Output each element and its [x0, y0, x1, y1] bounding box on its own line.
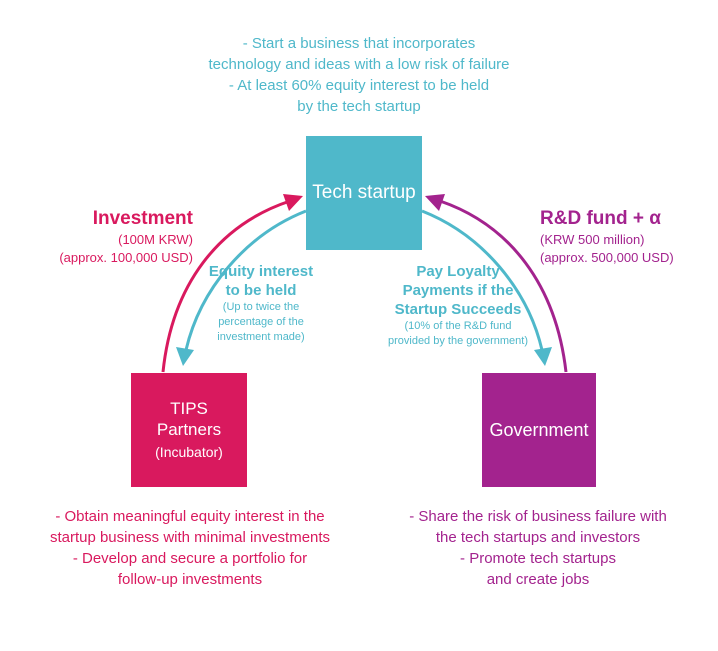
tips-partners-box: TIPS Partners (Incubator) [131, 373, 247, 487]
note-line: - Obtain meaningful equity interest in t… [55, 508, 325, 525]
loyalty-sub-line1: (10% of the R&D fund [404, 320, 512, 332]
equity-arrowhead-icon [176, 347, 194, 366]
tech-startup-goals-note: - Start a business that incorporates tec… [189, 33, 529, 117]
note-line: technology and ideas with a low risk of … [208, 56, 510, 73]
rd-fund-arrowhead-icon [425, 194, 445, 211]
tips-label-line2: Partners [156, 419, 222, 439]
equity-sub-line3: investment made) [217, 331, 305, 343]
note-line: - At least 60% equity interest to be hel… [228, 77, 490, 94]
rd-fund-title: R&D fund + α [540, 208, 661, 229]
government-box: Government [482, 373, 596, 487]
note-line: - Start a business that incorporates [242, 35, 476, 52]
loyalty-sub-line2: provided by the government) [387, 335, 529, 347]
equity-title-line2: to be held [225, 282, 297, 299]
note-line: and create jobs [486, 571, 590, 588]
rd-fund-amount-usd: (approx. 500,000 USD) [540, 250, 674, 265]
tips-label-line1: TIPS [170, 398, 208, 418]
equity-arrow [184, 209, 307, 351]
investment-arrowhead-icon [283, 194, 303, 211]
loyalty-title-line3: Startup Succeeds [394, 301, 522, 318]
investment-label-block: Investment (100M KRW) (approx. 100,000 U… [59, 207, 193, 267]
investment-arrow [161, 199, 291, 373]
loyalty-label-block: Pay Loyalty Payments if the Startup Succ… [378, 262, 538, 349]
note-line: - Share the risk of business failure wit… [409, 508, 667, 525]
tips-label-sub: (Incubator) [155, 443, 223, 460]
note-line: the tech startups and investors [435, 529, 641, 546]
equity-title-line1: Equity interest [208, 263, 314, 280]
note-line: - Promote tech startups [460, 550, 616, 567]
investment-amount-krw: (100M KRW) [118, 232, 193, 247]
investment-amount-usd: (approx. 100,000 USD) [59, 250, 193, 265]
note-line: - Develop and secure a portfolio for [72, 550, 308, 567]
tech-startup-box: Tech startup [306, 136, 422, 250]
tips-benefits-note: - Obtain meaningful equity interest in t… [20, 506, 360, 590]
equity-sub-line1: (Up to twice the [222, 301, 300, 313]
note-line: startup business with minimal investment… [49, 529, 331, 546]
rd-fund-label-block: R&D fund + α (KRW 500 million) (approx. … [540, 207, 674, 267]
government-benefits-note: - Share the risk of business failure wit… [388, 506, 688, 590]
rd-fund-arrow [439, 199, 568, 373]
equity-sub-line2: percentage of the [218, 316, 304, 328]
investment-title: Investment [92, 208, 193, 229]
tech-startup-label: Tech startup [312, 182, 416, 203]
loyalty-title-line1: Pay Loyalty [416, 263, 500, 280]
loyalty-arrowhead-icon [534, 347, 552, 366]
note-line: follow-up investments [117, 571, 263, 588]
rd-fund-amount-krw: (KRW 500 million) [540, 232, 645, 247]
loyalty-arrow [421, 209, 544, 351]
loyalty-title-line2: Payments if the [402, 282, 514, 299]
note-line: by the tech startup [297, 98, 421, 115]
equity-label-block: Equity interest to be held (Up to twice … [176, 262, 346, 345]
government-label: Government [489, 419, 589, 440]
